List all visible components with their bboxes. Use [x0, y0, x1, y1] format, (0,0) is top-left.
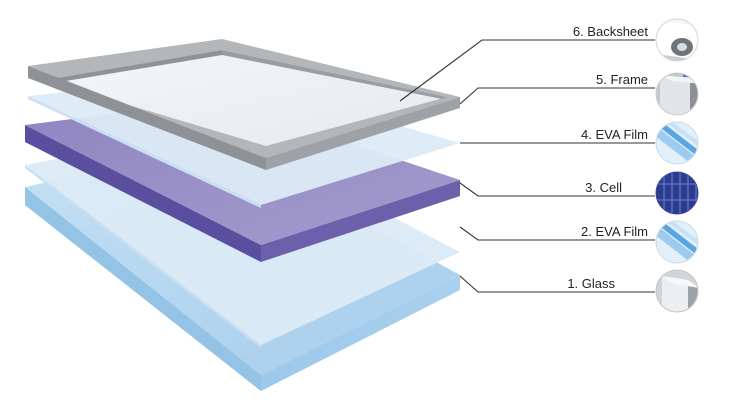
leader-line-cell [459, 182, 655, 197]
layer-label-frame: 5. Frame [596, 72, 648, 87]
eva-film-icon [655, 220, 699, 264]
leader-line-glass [459, 275, 655, 293]
layer-label-eva-lower: 2. EVA Film [581, 224, 648, 239]
backsheet-roll-icon [655, 18, 699, 62]
layer-label-eva-upper: 4. EVA Film [581, 127, 648, 142]
leader-line-eva-lower [459, 226, 655, 241]
layer-label-cell: 3. Cell [585, 180, 622, 195]
layer-label-glass: 1. Glass [567, 276, 615, 291]
layer-label-backsheet: 6. Backsheet [573, 24, 649, 39]
leader-lines [399, 39, 655, 293]
frame-corner-icon [655, 72, 699, 116]
solar-cell-icon [655, 171, 699, 215]
leader-line-frame [459, 87, 655, 105]
leader-line-backsheet [399, 39, 655, 102]
glass-corner-icon [655, 269, 699, 313]
eva-film-icon [655, 121, 699, 165]
frame-layer [28, 39, 460, 170]
